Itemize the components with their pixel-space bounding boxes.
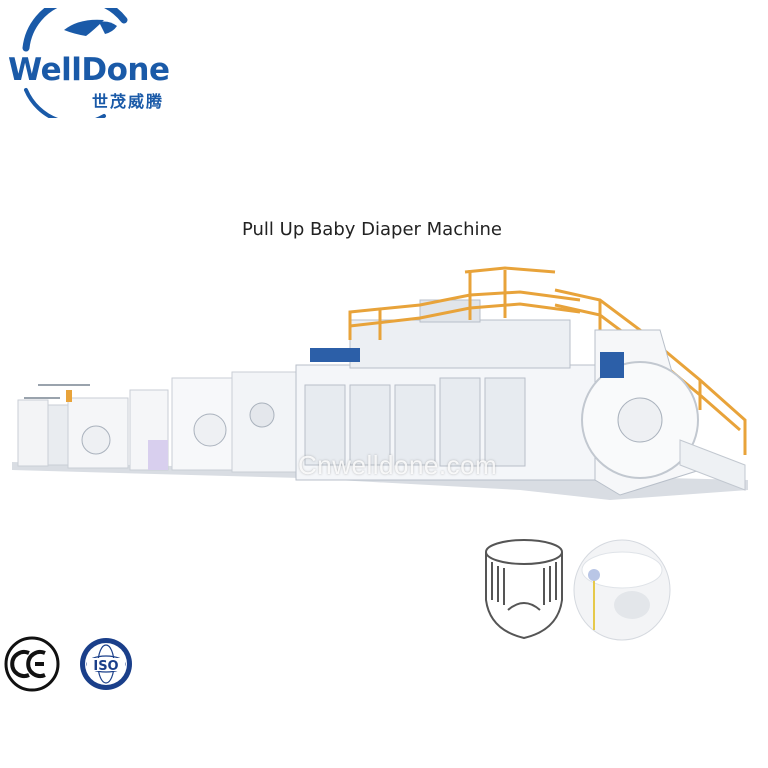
diaper-outline-icon [485, 539, 563, 640]
brand-logo: WellDone 世茂威腾 [4, 0, 204, 126]
watermark-text: Cnwelldone.com [298, 450, 498, 480]
brand-name: WellDone [8, 52, 170, 88]
ce-mark-icon [4, 636, 60, 692]
page-title: Pull Up Baby Diaper Machine [241, 219, 503, 240]
iso-label: ISO [93, 659, 118, 674]
diaper-illustrations [485, 539, 671, 641]
brand-chinese-name: 世茂威腾 [92, 92, 165, 111]
iso-badge-icon: ISO [80, 638, 132, 690]
diaper-photo-icon [573, 539, 671, 641]
diaper-machine-illustration [12, 266, 748, 500]
